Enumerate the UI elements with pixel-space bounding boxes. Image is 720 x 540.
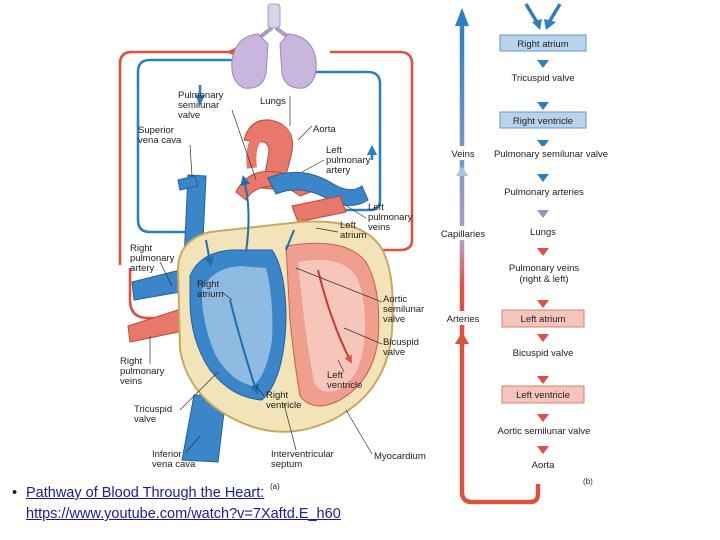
label-pulmonary-semilunar-valve: Pulmonary semilunar valve [178, 90, 226, 121]
plate-arteries [443, 311, 485, 325]
step-right-ventricle: Right ventricle [513, 116, 573, 127]
step-left-ventricle: Left ventricle [516, 390, 570, 401]
box-right-ventricle [499, 111, 587, 129]
step-pulmonary-veins-detail: (right & left) [519, 274, 568, 285]
heart-body [176, 175, 394, 433]
label-right-pulmonary-veins: Right pulmonary veins [120, 356, 167, 387]
label-right-atrium: Right atrium [197, 279, 223, 300]
top-input-arrows [524, 3, 562, 25]
panel-b-flowchart: Right atrium Tricuspid valve Right ventr… [436, 3, 621, 505]
top-input-arrowheads [532, 19, 556, 30]
caption-bullet: • [12, 485, 18, 501]
arteries-arrow-up [455, 332, 469, 344]
plate-pulm-arteries [494, 184, 594, 198]
heart-labels: Pulmonary semilunar valve Lungs Superior… [120, 90, 427, 491]
label-pointer-lines [149, 96, 383, 455]
side-label-capillaries: Capillaries [441, 229, 486, 240]
label-left-ventricle: Left ventricle [327, 370, 362, 391]
box-left-ventricle [501, 385, 585, 404]
step-pulmonary-arteries: Pulmonary arteries [504, 187, 584, 198]
box-right-atrium [499, 34, 587, 52]
step-pulmonary-semilunar-valve: Pulmonary semilunar valve [494, 149, 608, 160]
video-link-title[interactable]: Pathway of Blood Through the Heart: [26, 485, 265, 501]
plate-aorta [526, 457, 560, 471]
label-inferior-vena-cava: Inferior vena cava [152, 449, 196, 470]
plate-veins [449, 146, 481, 160]
circulation-loop-lines [118, 46, 414, 324]
step-right-atrium: Right atrium [517, 39, 568, 50]
step-aorta: Aorta [532, 460, 555, 471]
label-aortic-semilunar-valve: Aortic semilunar valve [383, 294, 427, 325]
label-left-pulmonary-veins: Left pulmonary veins [368, 202, 415, 233]
flow-loop-top-arrow [455, 8, 469, 26]
label-bicuspid-valve: Bicuspid valve [383, 337, 422, 358]
box-left-atrium [501, 309, 585, 328]
label-myocardium: Myocardium [374, 451, 426, 462]
plate-pulm-semilunar [481, 146, 621, 160]
step-lungs: Lungs [530, 227, 556, 238]
plate-pulm-veins [498, 260, 590, 286]
slide-caption: • Pathway of Blood Through the Heart: ht… [12, 483, 472, 525]
label-right-ventricle: Right ventricle [266, 390, 301, 411]
plate-capillaries [436, 226, 492, 240]
plate-lungs [524, 224, 562, 238]
label-superior-vena-cava: Superior vena cava [138, 125, 182, 146]
plate-aortic-semilunar [486, 423, 602, 437]
side-label-veins: Veins [451, 149, 474, 160]
label-interventricular-septum: Interventricular septum [271, 449, 336, 470]
step-pulmonary-veins: Pulmonary veins [509, 263, 579, 274]
capillaries-arrow-up [456, 166, 468, 176]
step-left-atrium: Left atrium [521, 314, 566, 325]
label-tricuspid-valve: Tricuspid valve [134, 404, 175, 425]
step-tricuspid-valve: Tricuspid valve [511, 73, 574, 84]
step-bicuspid-valve: Bicuspid valve [513, 348, 574, 359]
flow-arrowheads [537, 60, 549, 454]
label-aorta: Aorta [313, 124, 336, 135]
panel-b-label: (b) [583, 477, 593, 486]
label-left-atrium: Left atrium [340, 220, 366, 241]
step-aortic-semilunar-valve: Aortic semilunar valve [498, 426, 591, 437]
label-lungs: Lungs [260, 96, 286, 107]
label-left-pulmonary-artery: Left pulmonary artery [326, 145, 373, 176]
video-link-url[interactable]: https://www.youtube.com/watch?v=7Xaftd.E… [26, 506, 341, 522]
flow-loop-side [459, 24, 541, 505]
plate-tricuspid [503, 71, 583, 84]
side-label-arteries: Arteries [447, 314, 480, 325]
lungs-illustration [231, 3, 317, 89]
great-vessels [127, 119, 369, 463]
panel-a-label: (a) [270, 482, 280, 491]
label-right-pulmonary-artery: Right pulmonary artery [130, 243, 177, 274]
plate-bicuspid [504, 345, 582, 359]
panel-a-heart-illustration: Pulmonary semilunar valve Lungs Superior… [118, 3, 427, 491]
